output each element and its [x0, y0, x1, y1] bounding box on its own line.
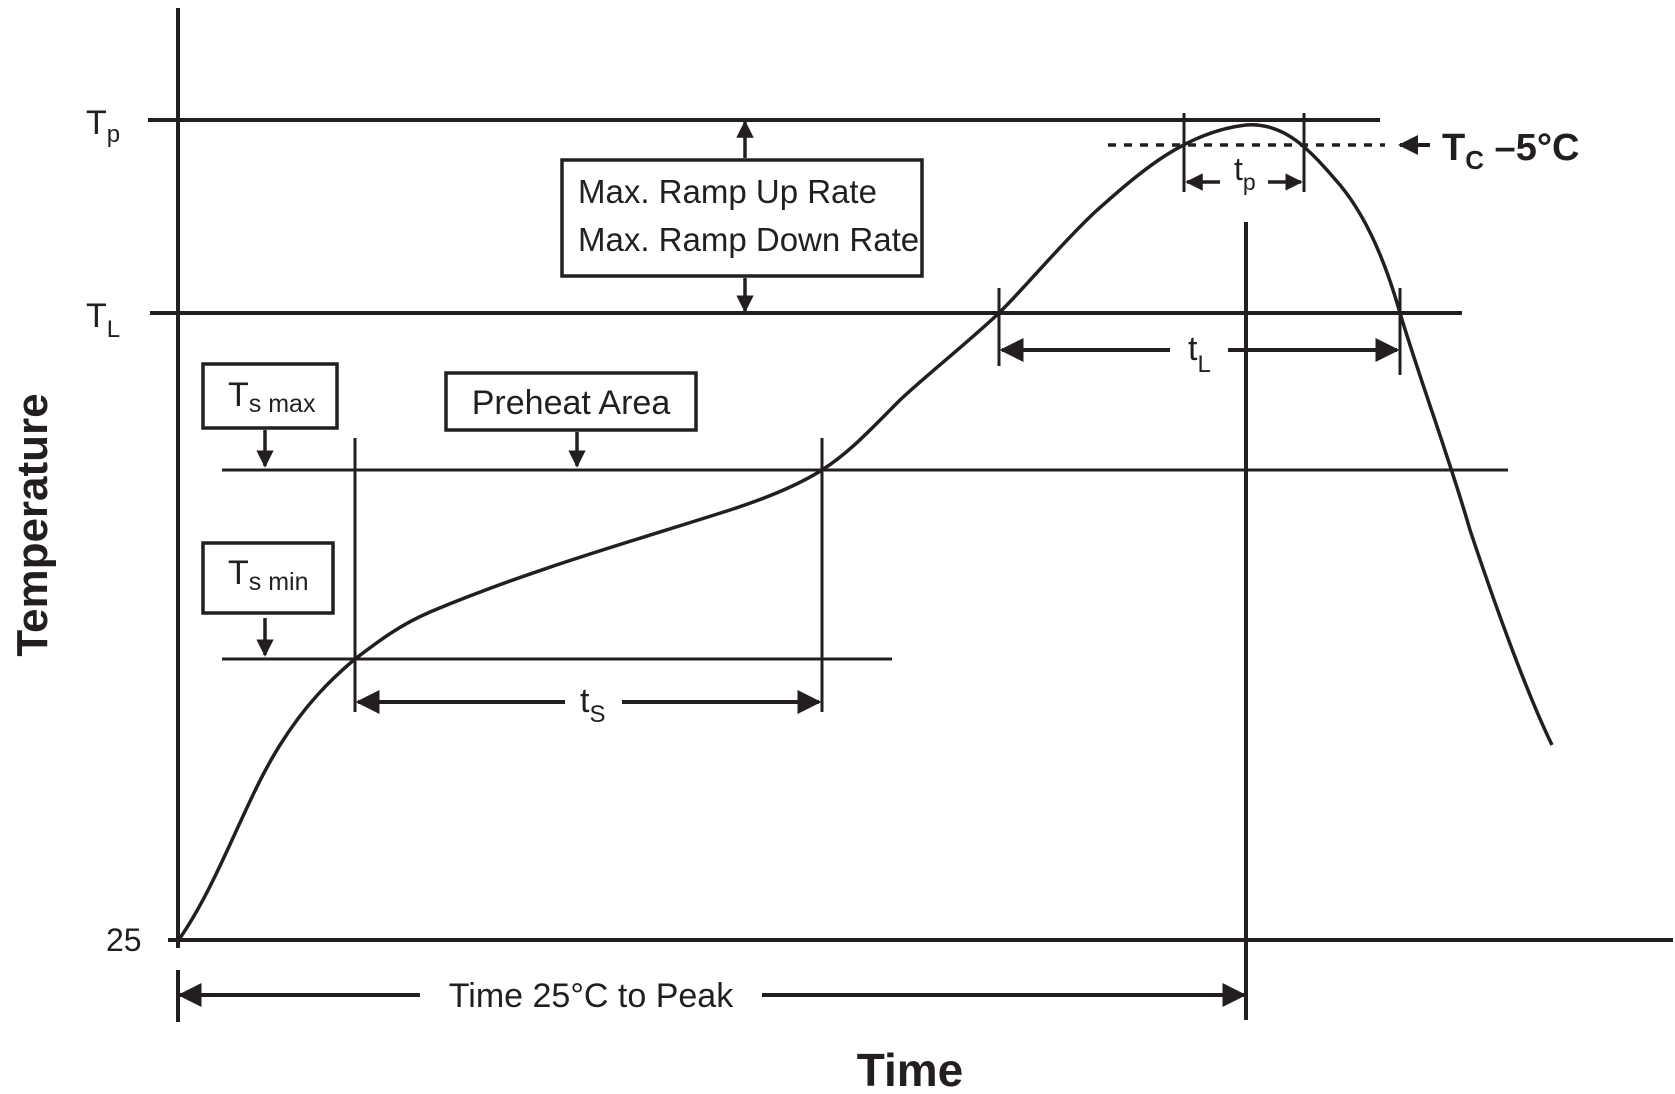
ts-min-label: Ts min	[228, 554, 309, 596]
ramp-up-label: Max. Ramp Up Rate	[578, 173, 877, 210]
time-span-label: Time 25°C to Peak	[449, 977, 734, 1015]
svg-text:TL: TL	[86, 297, 120, 343]
ts-interval-label: tS	[580, 682, 605, 728]
ts-max-label: Ts max	[228, 376, 316, 418]
preheat-area-label: Preheat Area	[472, 384, 671, 422]
tp-tick-label: Tp	[86, 104, 120, 148]
base-temperature-label: 25	[106, 922, 142, 958]
temperature-profile-curve	[178, 123, 1554, 939]
ramp-rate-box	[560, 158, 924, 278]
tl-tick-label: TL	[86, 297, 120, 343]
y-axis-title: Temperature	[8, 393, 57, 656]
tl-interval-label: tL	[1188, 330, 1211, 378]
ts-max-box	[201, 362, 339, 430]
tc-label: TC –5°C	[1442, 127, 1579, 175]
svg-text:Tp: Tp	[86, 104, 120, 148]
ts-min-box	[201, 541, 335, 615]
ramp-down-label: Max. Ramp Down Rate	[578, 221, 919, 258]
preheat-area-box	[444, 371, 698, 432]
x-axis-title: Time	[857, 1044, 964, 1094]
tp-interval-label: tp	[1234, 151, 1256, 195]
